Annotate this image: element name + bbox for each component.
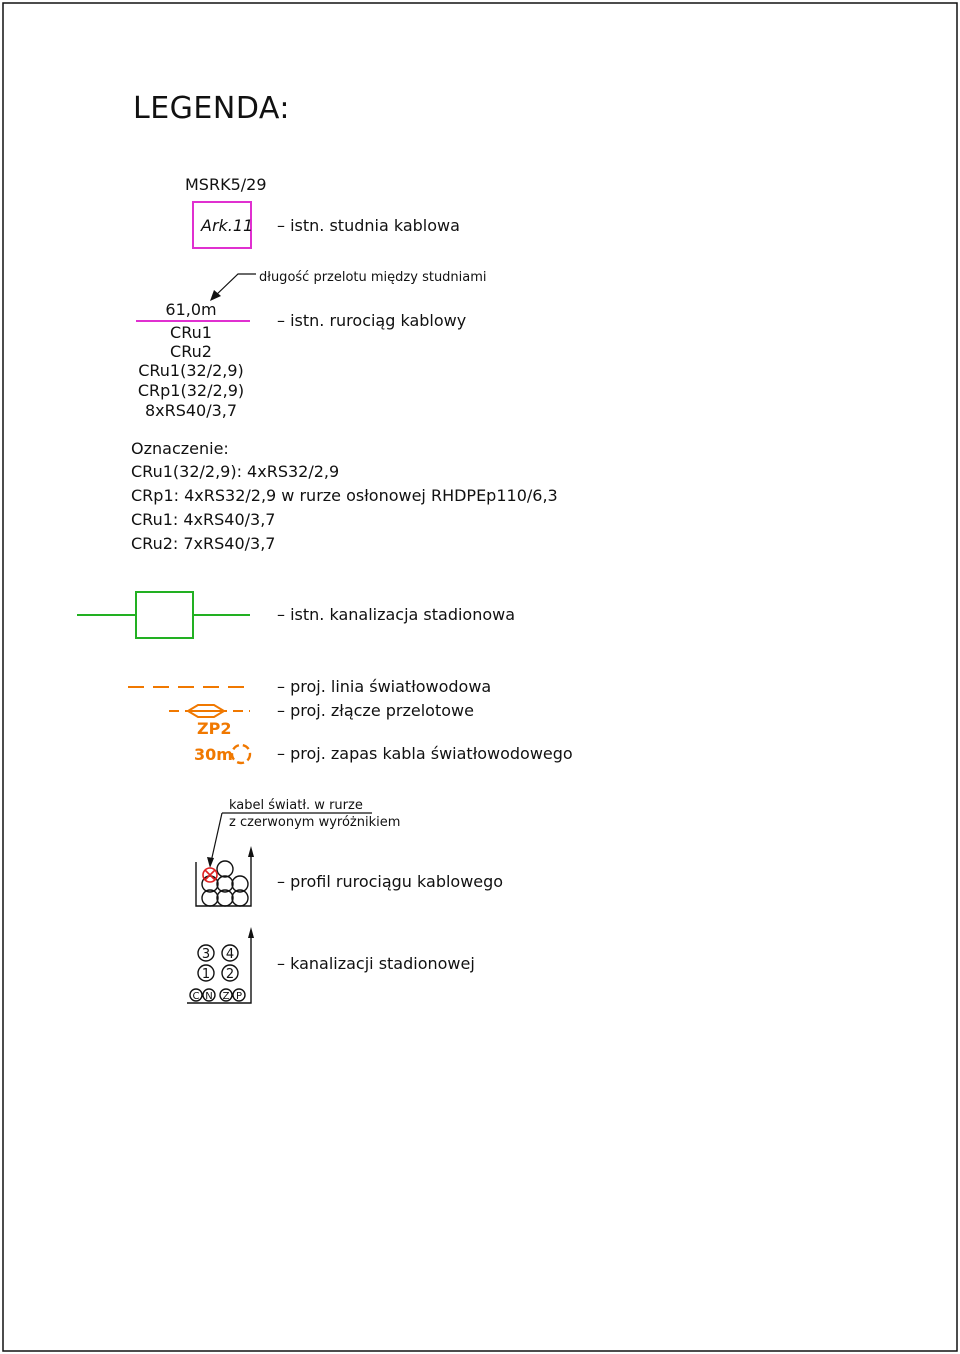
stadium-base-p xyxy=(232,988,246,1002)
stadium-base-n xyxy=(202,988,216,1002)
profile-leader xyxy=(210,812,223,863)
stadium-base-p-label: P xyxy=(236,991,242,1002)
stadium-desc: – istn. kanalizacja stadionowa xyxy=(277,605,515,624)
conduit-line-5: 8xRS40/3,7 xyxy=(145,401,237,420)
stadium-base-z xyxy=(219,988,233,1002)
stadium-duct-2-label: 2 xyxy=(226,967,234,982)
splice-desc: – proj. złącze przelotowe xyxy=(277,701,474,720)
profile-up-arrow xyxy=(248,846,254,857)
profile-note-1: kabel światł. w rurze xyxy=(229,798,363,813)
profile-arrowhead xyxy=(207,857,214,868)
conduit-length: 61,0m xyxy=(165,300,216,319)
well-box xyxy=(192,201,252,249)
stadium-duct-3 xyxy=(197,944,215,962)
conduit-line-2: CRu2 xyxy=(170,342,212,361)
span-arrowhead xyxy=(210,290,221,301)
stadium-base-c xyxy=(189,988,203,1002)
stadium-box xyxy=(135,591,194,639)
stadium-ground xyxy=(187,933,252,1004)
stadium-base-n-label: N xyxy=(205,991,212,1002)
stadium-duct-1 xyxy=(197,964,215,982)
span-note: długość przelotu między studniami xyxy=(259,270,487,285)
conduit-line-1: CRu1 xyxy=(170,323,212,342)
stadium-up-arrow xyxy=(248,927,254,938)
notation-row-3: CRu1: 4xRS40/3,7 xyxy=(131,510,275,529)
profile-duct-1 xyxy=(216,860,234,878)
stadium-duct-4-label: 4 xyxy=(226,947,234,962)
span-leader xyxy=(213,273,256,298)
profile-ground xyxy=(195,852,252,907)
notation-row-1: CRu1(32/2,9): 4xRS32/2,9 xyxy=(131,462,339,481)
profile-duct-4 xyxy=(231,875,249,893)
notation-heading: Oznaczenie: xyxy=(131,439,229,458)
profile-desc: – profil rurociągu kablowego xyxy=(277,872,503,891)
reserve-desc: – proj. zapas kabla światłowodowego xyxy=(277,744,573,763)
conduit-desc: – istn. rurociąg kablowy xyxy=(277,311,466,330)
well-desc: – istn. studnia kablowa xyxy=(277,216,460,235)
stadium-duct-1-label: 1 xyxy=(202,967,210,982)
notation-row-4: CRu2: 7xRS40/3,7 xyxy=(131,534,275,553)
fiber-desc: – proj. linia światłowodowa xyxy=(277,677,491,696)
stadium-duct-3-label: 3 xyxy=(202,947,210,962)
profile-fiber-duct xyxy=(202,867,218,883)
legend-title: LEGENDA: xyxy=(133,91,290,126)
stadium-profile-desc: – kanalizacji stadionowej xyxy=(277,954,475,973)
reserve-coil xyxy=(230,743,252,765)
conduit-line-3: CRu1(32/2,9) xyxy=(138,361,244,380)
splice-label: ZP2 xyxy=(197,719,231,738)
stadium-base-c-label: C xyxy=(193,991,200,1002)
conduit-line-4: CRp1(32/2,9) xyxy=(138,381,244,400)
profile-duct-3 xyxy=(216,875,234,893)
stadium-duct-2 xyxy=(221,964,239,982)
profile-fiber-mark-b xyxy=(204,869,216,881)
notation-row-2: CRp1: 4xRS32/2,9 w rurze osłonowej RHDPE… xyxy=(131,486,558,505)
well-box-label: Ark.11 xyxy=(200,216,253,235)
well-name: MSRK5/29 xyxy=(185,175,267,194)
stadium-duct-4 xyxy=(221,944,239,962)
profile-note-2: z czerwonym wyróżnikiem xyxy=(229,815,400,830)
reserve-label: 30m xyxy=(194,745,233,764)
stadium-base-z-label: Z xyxy=(223,991,230,1002)
